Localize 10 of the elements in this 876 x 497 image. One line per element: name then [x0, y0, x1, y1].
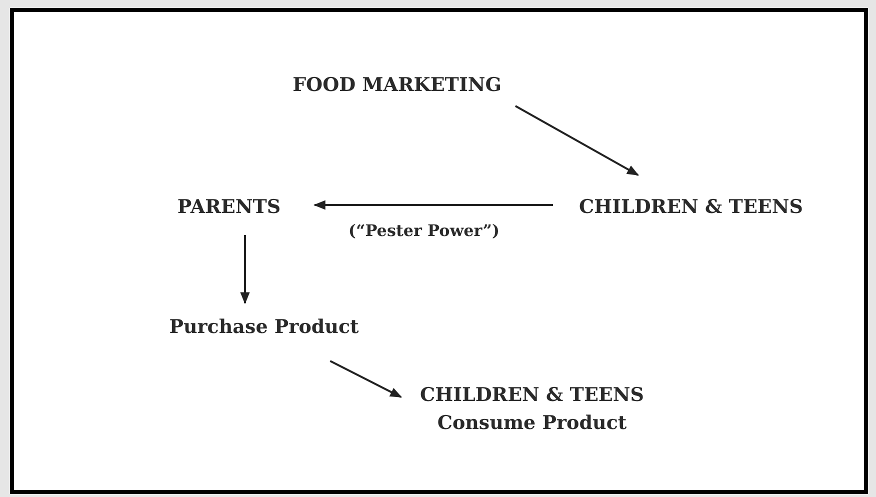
- arrow: [313, 200, 553, 210]
- node-label: Purchase Product: [169, 315, 359, 340]
- node-label: FOOD MARKETING: [292, 73, 502, 98]
- node-label: PARENTS: [177, 195, 281, 220]
- arrow: [330, 360, 402, 398]
- arrow: [240, 235, 250, 304]
- node-label: CHILDREN & TEENS: [579, 195, 803, 220]
- node-label: Consume Product: [437, 411, 627, 436]
- arrow: [514, 105, 640, 176]
- node-label: CHILDREN & TEENS: [420, 383, 644, 408]
